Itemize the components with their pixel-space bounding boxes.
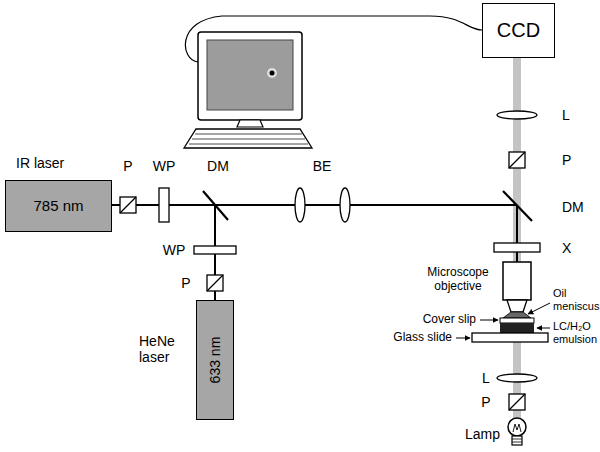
part-label: X (562, 240, 571, 256)
part-label: L (482, 370, 490, 386)
lamp-filament (513, 424, 521, 432)
cover-slip (500, 318, 534, 323)
droplet-image (267, 68, 277, 78)
polarizer-cube (120, 197, 136, 213)
leader-arrow (537, 328, 550, 329)
keyboard (184, 129, 312, 148)
laser-beam (112, 204, 517, 206)
lamp-base (512, 436, 522, 445)
leader-arrow (456, 338, 470, 339)
polarizer-cube (207, 275, 223, 291)
part-label: DM (207, 158, 229, 174)
lens (295, 188, 305, 222)
monitor-stand (237, 120, 263, 127)
part-label: WP (163, 242, 186, 258)
device-label: CCD (497, 19, 540, 42)
device-name: IR laser (16, 155, 64, 171)
lens (497, 374, 537, 382)
emulsion-layer (500, 323, 534, 333)
keyboard-keys (189, 134, 308, 144)
laser-beam (516, 205, 518, 262)
part-label: Microscope objective (422, 266, 494, 294)
part-label: Lamp (465, 426, 500, 442)
dichroic-mirror (203, 191, 228, 220)
lamp-base (512, 439, 522, 442)
polarizer-cube (509, 152, 525, 168)
polarizer-cube (509, 394, 525, 410)
part-label: DM (562, 199, 584, 215)
lens (340, 188, 350, 222)
oil-meniscus (503, 312, 531, 318)
part-label: P (123, 158, 132, 174)
part-label: Glass slide (393, 331, 452, 345)
analyzer-plate (494, 243, 540, 252)
polarizer-cube (509, 394, 525, 410)
part-label: P (181, 275, 190, 291)
part-label: BE (313, 158, 332, 174)
laser-box: IR laser785 nm (5, 180, 112, 232)
polarizer-cube (120, 197, 136, 213)
leader-arrow (528, 303, 550, 314)
leader-arrow (480, 320, 498, 321)
device-label: 785 nm (33, 197, 83, 214)
monitor-frame (198, 32, 302, 120)
part-label: Oil meniscus (553, 287, 599, 312)
objective-tip (507, 300, 527, 312)
camera-box: CCD (482, 3, 555, 58)
lens (497, 111, 537, 119)
device-name: HeNe laser (139, 333, 187, 365)
part-label: WP (153, 158, 176, 174)
part-label: P (481, 394, 490, 410)
polarizer-cube (207, 275, 223, 291)
part-label: L (562, 107, 570, 123)
device-label: 633 nm (207, 337, 223, 384)
lamp-bulb (508, 418, 526, 436)
waveplate (159, 188, 169, 222)
part-label: Cover slip (423, 313, 476, 327)
objective-body (503, 262, 531, 300)
glass-slide (472, 333, 548, 342)
part-label: LC/H₂O emulsion (553, 320, 599, 345)
laser-box: HeNe laser633 nm (196, 300, 234, 420)
droplet-image (270, 71, 275, 76)
part-label: P (562, 152, 571, 168)
waveplate (194, 246, 236, 254)
dichroic-mirror (503, 191, 532, 221)
polarizer-cube (509, 152, 525, 168)
monitor-screen (207, 40, 293, 110)
